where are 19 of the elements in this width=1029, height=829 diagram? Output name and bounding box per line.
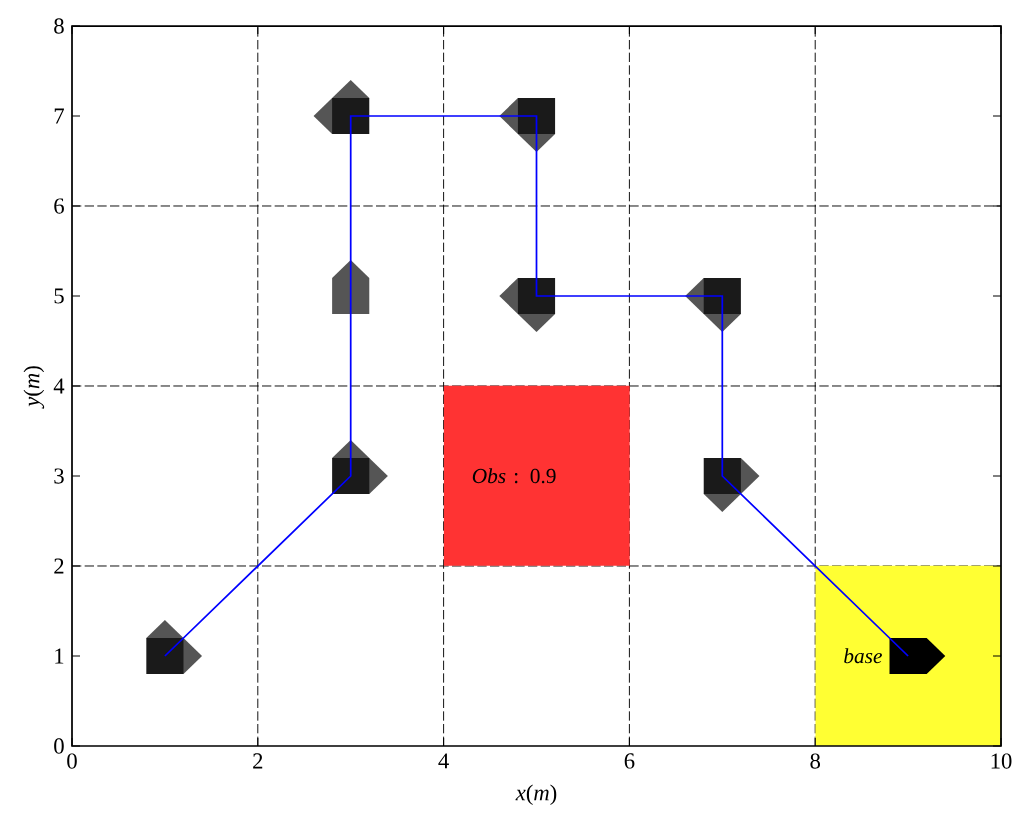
y-tick-label: 7 bbox=[54, 108, 64, 124]
base-area: base bbox=[815, 565, 1002, 746]
y-tick-label: 6 bbox=[54, 198, 64, 214]
x-tick-label: 4 bbox=[438, 753, 449, 769]
y-tick-label: 1 bbox=[55, 648, 64, 664]
y-tick-label: 0 bbox=[54, 738, 64, 754]
y-tick-label: 2 bbox=[54, 558, 64, 574]
y-axis-title: y(m) bbox=[23, 366, 45, 409]
x-tick-label: 0 bbox=[67, 753, 77, 769]
x-tick-label: 8 bbox=[810, 753, 821, 769]
x-tick-label: 2 bbox=[253, 753, 263, 769]
obstacle-area: Obs : 0.9 bbox=[443, 385, 630, 566]
x-axis-title: x(m) bbox=[515, 784, 557, 806]
y-tick-label: 3 bbox=[54, 468, 64, 484]
y-tick-label: 5 bbox=[54, 288, 64, 304]
x-tick-label: 10 bbox=[991, 753, 1012, 769]
y-tick-label: 8 bbox=[54, 18, 64, 34]
x-tick-label: 6 bbox=[624, 753, 635, 769]
y-tick-label: 4 bbox=[53, 378, 65, 394]
